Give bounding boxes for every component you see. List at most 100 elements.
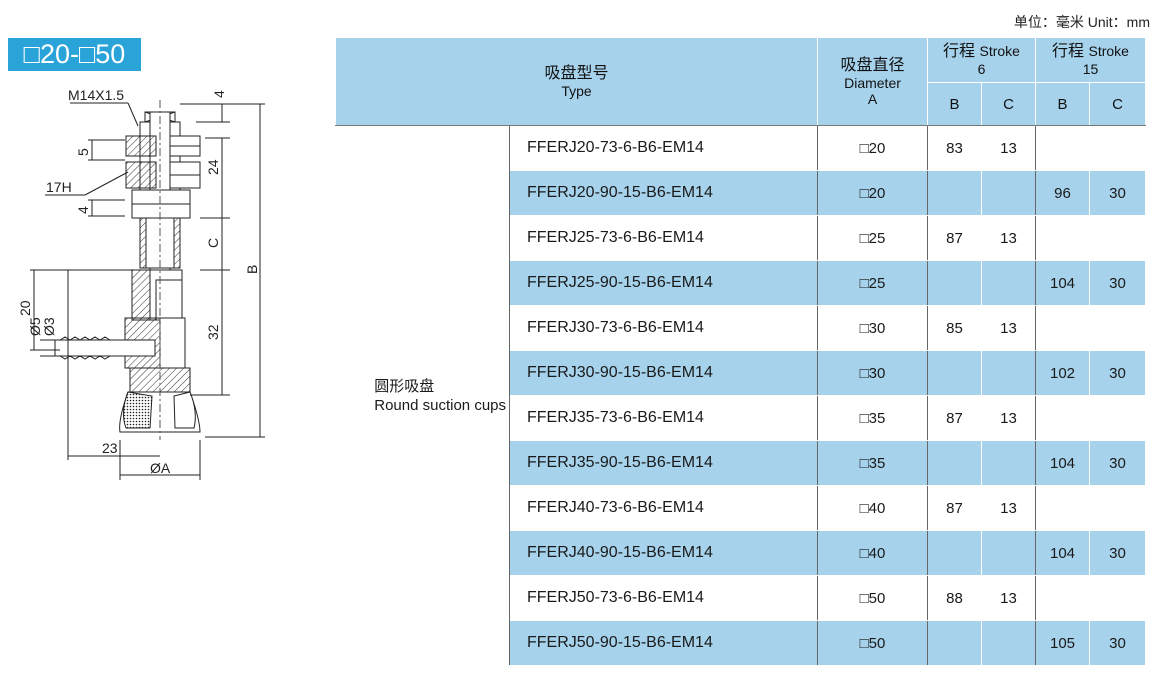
stroke6-b-cell: 83 xyxy=(927,125,982,171)
stroke15-c-cell: 30 xyxy=(1089,350,1146,396)
diameter-cell: □35 xyxy=(817,395,928,441)
dim-phi3: Ø3 xyxy=(41,317,57,336)
model-cell: FFERJ50-73-6-B6-EM14 xyxy=(509,575,818,621)
stroke15-b-cell xyxy=(1035,485,1090,531)
model-cell: FFERJ30-90-15-B6-EM14 xyxy=(509,350,818,396)
stroke6-b-cell xyxy=(927,440,982,486)
type-header-en: Type xyxy=(561,82,592,99)
dim-4-top: 4 xyxy=(211,90,227,98)
diameter-header: 吸盘直径 Diameter A xyxy=(817,37,928,126)
col-b6: B xyxy=(927,82,982,126)
stroke15-b-cell: 102 xyxy=(1035,350,1090,396)
model-cell: FFERJ40-90-15-B6-EM14 xyxy=(509,530,818,576)
dim-phi5: Ø5 xyxy=(27,317,43,336)
stroke15-b-cell: 104 xyxy=(1035,260,1090,306)
dim-20: 20 xyxy=(17,300,33,316)
stroke6-c-cell: 13 xyxy=(981,485,1036,531)
diameter-cell: □30 xyxy=(817,350,928,396)
model-cell: FFERJ25-90-15-B6-EM14 xyxy=(509,260,818,306)
diameter-cell: □50 xyxy=(817,575,928,621)
stroke15-c-cell: 30 xyxy=(1089,530,1146,576)
stroke6-b-cell xyxy=(927,260,982,306)
diameter-header-en: Diameter xyxy=(844,74,901,91)
stroke6-b-cell: 88 xyxy=(927,575,982,621)
stroke15-c-cell: 30 xyxy=(1089,440,1146,486)
stroke6-cn: 行程 xyxy=(943,43,976,60)
dim-4-mid: 4 xyxy=(75,206,91,214)
model-cell: FFERJ20-90-15-B6-EM14 xyxy=(509,170,818,216)
stroke15-b-cell: 96 xyxy=(1035,170,1090,216)
stroke15-c-cell: 30 xyxy=(1089,170,1146,216)
diameter-cell: □40 xyxy=(817,530,928,576)
stroke15-value: 15 xyxy=(1082,61,1099,77)
stroke15-c-cell: 30 xyxy=(1089,260,1146,306)
model-cell: FFERJ20-73-6-B6-EM14 xyxy=(509,125,818,171)
stroke15-b-cell xyxy=(1035,575,1090,621)
stroke6-b-cell: 85 xyxy=(927,305,982,351)
model-cell: FFERJ50-90-15-B6-EM14 xyxy=(509,620,818,666)
stroke15-b-cell xyxy=(1035,395,1090,441)
stroke6-c-cell xyxy=(981,170,1036,216)
stroke15-b-cell xyxy=(1035,125,1090,171)
stroke6-b-cell xyxy=(927,530,982,576)
header-row-2: B C B C xyxy=(336,82,1146,126)
model-cell: FFERJ25-73-6-B6-EM14 xyxy=(509,215,818,261)
dim-23: 23 xyxy=(102,440,118,456)
size-range-badge: □20-□50 xyxy=(8,38,141,71)
dim-5: 5 xyxy=(75,148,91,156)
header-row-1: 吸盘型号 Type 吸盘直径 Diameter A 行程 Stroke 6 行程… xyxy=(335,37,1146,126)
col-b15: B xyxy=(1035,82,1090,126)
stroke6-b-cell xyxy=(927,350,982,396)
category-cn: 圆形吸盘 xyxy=(374,377,435,395)
col-c15: C xyxy=(1089,82,1146,126)
stroke6-c-cell xyxy=(981,620,1036,666)
diameter-cell: □20 xyxy=(817,170,928,216)
stroke6-header: 行程 Stroke 6 xyxy=(927,37,1036,83)
stroke15-c-cell xyxy=(1089,575,1146,621)
stroke15-c-cell xyxy=(1089,305,1146,351)
model-cell: FFERJ35-90-15-B6-EM14 xyxy=(509,440,818,486)
stroke15-c-cell: 30 xyxy=(1089,620,1146,666)
diameter-header-symbol: A xyxy=(867,90,878,107)
diameter-cell: □25 xyxy=(817,260,928,306)
dim-24: 24 xyxy=(205,159,221,175)
stroke6-b-cell: 87 xyxy=(927,395,982,441)
stroke15-b-cell: 105 xyxy=(1035,620,1090,666)
stroke15-header: 行程 Stroke 15 xyxy=(1035,37,1146,83)
diameter-cell: □20 xyxy=(817,125,928,171)
stroke6-c-cell: 13 xyxy=(981,395,1036,441)
stroke15-b-cell: 104 xyxy=(1035,530,1090,576)
stroke6-en: Stroke xyxy=(979,43,1020,59)
category-en: Round suction cups xyxy=(374,396,506,414)
suction-cup-drawing: M14X1.5 17H 4 5 4 24 C B 20 Ø5 Ø3 32 23 … xyxy=(17,87,265,480)
unit-note: 单位：毫米 Unit：mm xyxy=(1013,14,1150,30)
stroke6-c-cell: 13 xyxy=(981,575,1036,621)
dim-phi-a: ØA xyxy=(150,460,171,476)
stroke15-c-cell xyxy=(1089,395,1146,441)
diameter-cell: □25 xyxy=(817,215,928,261)
stroke6-b-cell: 87 xyxy=(927,215,982,261)
dim-32: 32 xyxy=(205,324,221,340)
stroke6-c-cell xyxy=(981,530,1036,576)
stroke6-c-cell xyxy=(981,350,1036,396)
stroke15-b-cell: 104 xyxy=(1035,440,1090,486)
stroke15-c-cell xyxy=(1089,485,1146,531)
diameter-cell: □50 xyxy=(817,620,928,666)
col-c6: C xyxy=(981,82,1036,126)
stroke6-b-cell xyxy=(927,620,982,666)
stroke15-c-cell xyxy=(1089,215,1146,261)
model-cell: FFERJ30-73-6-B6-EM14 xyxy=(509,305,818,351)
dim-c: C xyxy=(205,238,221,248)
diameter-header-cn: 吸盘直径 xyxy=(840,56,905,74)
stroke15-c-cell xyxy=(1089,125,1146,171)
